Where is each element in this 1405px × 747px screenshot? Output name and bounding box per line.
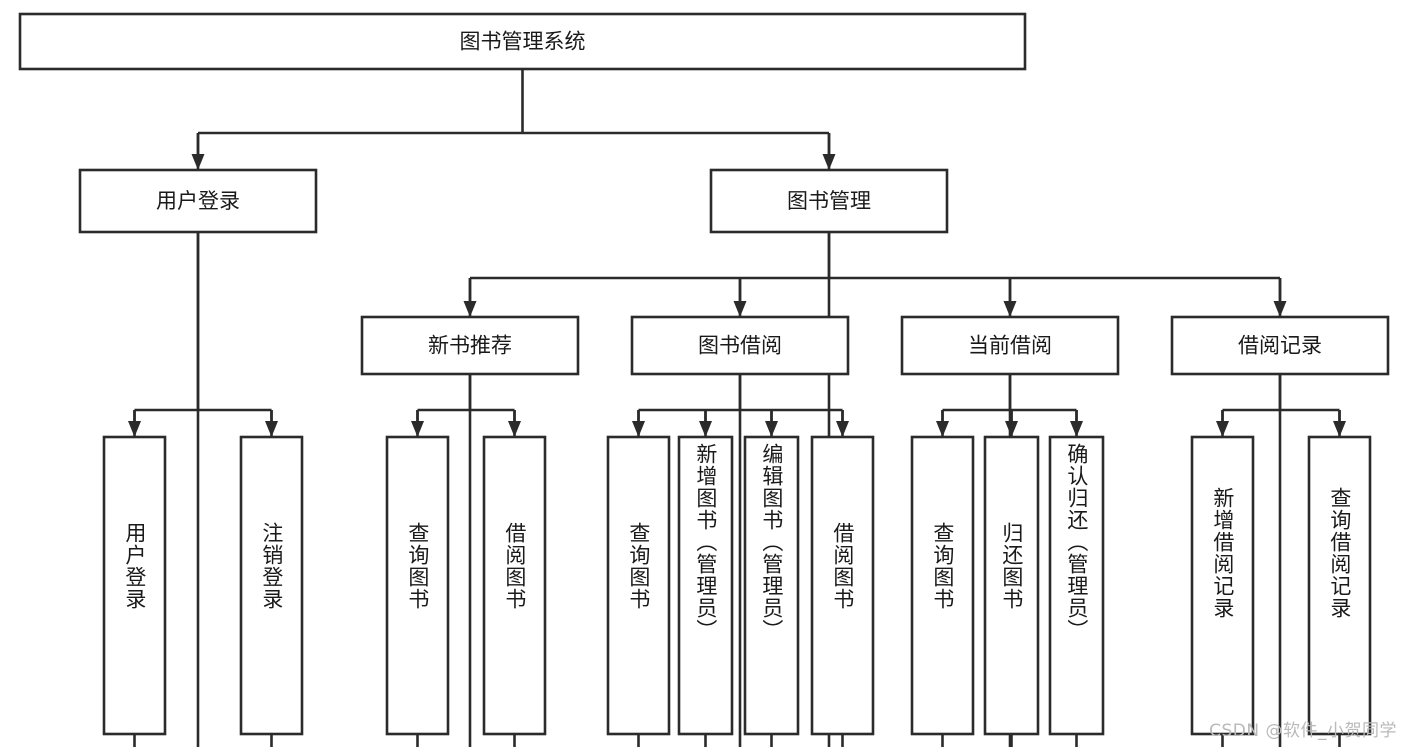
arrow-head-book-borrow [733, 301, 747, 317]
node-box-leaf-logout [239, 435, 304, 736]
arrow-head-user-login [191, 154, 205, 170]
node-leaf-query-book-3[interactable] [910, 435, 975, 736]
node-label-book-manage: 图书管理 [787, 189, 871, 213]
arrow-head-current-borrow [1003, 301, 1017, 317]
node-leaf-add-record[interactable] [1190, 435, 1255, 736]
node-box-new-book-recommend [360, 315, 580, 376]
node-label-new-book-recommend: 新书推荐 [428, 334, 512, 358]
node-box-leaf-query-book-1 [385, 435, 450, 736]
node-root[interactable]: 图书管理系统 [18, 12, 1027, 71]
node-label-current-borrow: 当前借阅 [968, 334, 1052, 358]
node-box-user-login [78, 168, 318, 234]
arrow-head-leaf-confirm-return [1070, 421, 1083, 437]
arrow-head-leaf-query-book-1 [411, 421, 424, 437]
node-leaf-query-book-2[interactable] [606, 435, 671, 736]
node-leaf-edit-book[interactable] [743, 435, 800, 736]
arrow-head-leaf-edit-book [765, 421, 778, 437]
node-box-leaf-confirm-return [1048, 435, 1105, 736]
node-label-root: 图书管理系统 [460, 30, 586, 54]
arrow-head-leaf-borrow-book-2 [836, 421, 849, 437]
node-box-leaf-query-book-2 [606, 435, 671, 736]
node-label-user-login: 用户登录 [156, 189, 240, 213]
arrow-head-leaf-user-login [128, 421, 141, 437]
node-box-leaf-borrow-book-1 [482, 435, 547, 736]
node-box-book-manage [709, 168, 949, 234]
arrow-head-borrow-record [1273, 301, 1287, 317]
node-label-borrow-record: 借阅记录 [1238, 334, 1322, 358]
node-box-leaf-query-record [1307, 435, 1372, 736]
node-box-leaf-add-book [677, 435, 734, 736]
arrow-head-leaf-query-book-2 [632, 421, 645, 437]
node-box-leaf-edit-book [743, 435, 800, 736]
node-box-current-borrow [900, 315, 1120, 376]
node-box-borrow-record [1170, 315, 1390, 376]
node-user-login[interactable]: 用户登录 [78, 168, 318, 234]
node-leaf-user-login[interactable] [102, 435, 167, 736]
node-current-borrow[interactable]: 当前借阅 [900, 315, 1120, 376]
node-leaf-confirm-return[interactable] [1048, 435, 1105, 736]
node-leaf-add-book[interactable] [677, 435, 734, 736]
node-box-leaf-user-login [102, 435, 167, 736]
node-book-borrow[interactable]: 图书借阅 [630, 315, 850, 376]
node-new-book-recommend[interactable]: 新书推荐 [360, 315, 580, 376]
arrow-head-leaf-logout [265, 421, 278, 437]
node-leaf-borrow-book-2[interactable] [810, 435, 875, 736]
node-leaf-return-book[interactable] [983, 435, 1040, 736]
node-box-leaf-add-record [1190, 435, 1255, 736]
node-box-leaf-borrow-book-2 [810, 435, 875, 736]
arrow-head-leaf-query-record [1333, 421, 1346, 437]
arrow-head-leaf-borrow-book-1 [508, 421, 521, 437]
node-leaf-logout[interactable] [239, 435, 304, 736]
watermark-text: CSDN @软件_小贺同学 [1209, 721, 1397, 741]
arrow-head-book-manage [822, 154, 836, 170]
node-leaf-query-book-1[interactable] [385, 435, 450, 736]
node-label-book-borrow: 图书借阅 [698, 334, 782, 358]
node-box-root [18, 12, 1027, 71]
node-box-leaf-query-book-3 [910, 435, 975, 736]
node-borrow-record[interactable]: 借阅记录 [1170, 315, 1390, 376]
arrow-head-leaf-add-book [699, 421, 712, 437]
node-book-manage[interactable]: 图书管理 [709, 168, 949, 234]
arrow-head-leaf-return-book [1005, 421, 1018, 437]
node-box-book-borrow [630, 315, 850, 376]
arrow-head-leaf-query-book-3 [936, 421, 949, 437]
node-box-leaf-return-book [983, 435, 1040, 736]
node-leaf-borrow-book-1[interactable] [482, 435, 547, 736]
arrow-head-new-book-recommend [463, 301, 477, 317]
arrow-head-leaf-add-record [1216, 421, 1229, 437]
node-leaf-query-record[interactable] [1307, 435, 1372, 736]
